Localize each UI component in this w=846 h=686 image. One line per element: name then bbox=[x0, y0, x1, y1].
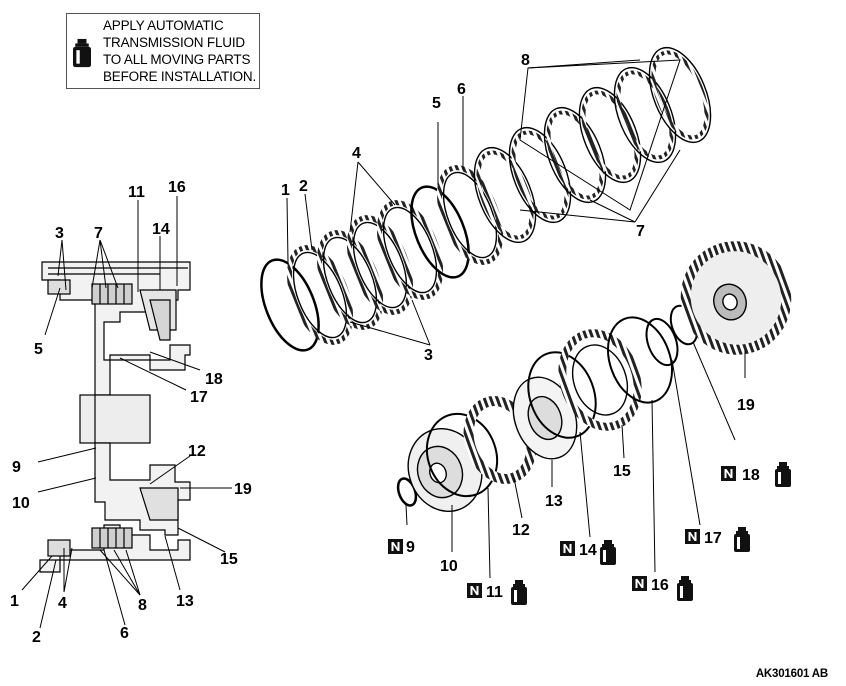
callout-17-left: 17 bbox=[190, 389, 208, 406]
callout-5-left: 5 bbox=[34, 341, 43, 358]
note-line: BEFORE INSTALLATION. bbox=[103, 69, 257, 84]
fluid-bottle-icon bbox=[511, 580, 527, 605]
callout-4-left: 4 bbox=[58, 595, 67, 612]
callout-16-left: 16 bbox=[168, 179, 186, 196]
callout-10-left: 10 bbox=[12, 495, 30, 512]
callout-15-drum: 15 bbox=[613, 463, 631, 480]
drum-assembly-exploded bbox=[396, 241, 792, 513]
callout-18-drum: 18 bbox=[742, 467, 760, 484]
cross-section-view bbox=[39, 261, 191, 573]
callout-9-left: 9 bbox=[12, 459, 21, 476]
callout-18-left: 18 bbox=[205, 371, 223, 388]
n-mark-18 bbox=[721, 466, 736, 481]
fluid-bottle-icon bbox=[73, 38, 91, 68]
n-mark-17 bbox=[685, 529, 700, 544]
callout-19-drum: 19 bbox=[737, 397, 755, 414]
fluid-bottle-icon bbox=[677, 576, 693, 601]
n-mark-16 bbox=[632, 576, 647, 591]
clutch-pack-leaders bbox=[286, 59, 681, 346]
callout-11-drum: 11 bbox=[486, 584, 503, 601]
note-line: TRANSMISSION FLUID bbox=[103, 35, 245, 50]
callout-16-drum: 16 bbox=[651, 577, 669, 594]
callout-7-left: 7 bbox=[94, 225, 103, 242]
callout-12-left: 12 bbox=[188, 443, 206, 460]
callout-12-drum: 12 bbox=[512, 522, 530, 539]
callout-2-left: 2 bbox=[32, 629, 41, 646]
n-mark-14 bbox=[560, 541, 575, 556]
callout-9-drum: 9 bbox=[406, 539, 415, 556]
callout-6-pack: 6 bbox=[457, 81, 466, 98]
callout-10-drum: 10 bbox=[440, 558, 458, 575]
reference-code: AK301601 AB bbox=[755, 668, 828, 680]
n-mark-9 bbox=[388, 539, 403, 554]
callout-6-left: 6 bbox=[120, 625, 129, 642]
fluid-bottle-icon bbox=[600, 540, 616, 565]
n-mark-11 bbox=[467, 583, 482, 598]
callout-labels: 3 7 11 16 14 5 18 17 9 12 10 19 15 1 4 8… bbox=[10, 52, 760, 646]
drum-assembly-leaders bbox=[405, 341, 746, 579]
note-line: TO ALL MOVING PARTS bbox=[103, 52, 251, 67]
callout-7-pack: 7 bbox=[636, 223, 645, 240]
callout-1-pack: 1 bbox=[281, 182, 290, 199]
note-text: APPLY AUTOMATIC TRANSMISSION FLUID TO AL… bbox=[103, 17, 256, 85]
callout-15-left: 15 bbox=[220, 551, 238, 568]
callout-8-left: 8 bbox=[138, 597, 147, 614]
fluid-bottle-icon bbox=[775, 462, 791, 487]
callout-3-pack: 3 bbox=[424, 347, 433, 364]
callout-14-left: 14 bbox=[152, 221, 170, 238]
callout-4-pack: 4 bbox=[352, 145, 361, 162]
callout-1-left: 1 bbox=[10, 593, 19, 610]
clutch-pack-exploded bbox=[260, 46, 712, 352]
callout-19-left: 19 bbox=[234, 481, 252, 498]
callout-2-pack: 2 bbox=[299, 178, 308, 195]
instruction-note: APPLY AUTOMATIC TRANSMISSION FLUID TO AL… bbox=[66, 13, 260, 89]
callout-11-left: 11 bbox=[128, 184, 145, 201]
callout-14-drum: 14 bbox=[579, 542, 597, 559]
fluid-bottle-icon bbox=[734, 527, 750, 552]
callout-8-pack: 8 bbox=[521, 52, 530, 69]
callout-3-left: 3 bbox=[55, 225, 64, 242]
callout-5-pack: 5 bbox=[432, 95, 441, 112]
callout-17-drum: 17 bbox=[704, 530, 722, 547]
callout-13-drum: 13 bbox=[545, 493, 563, 510]
cross-section-leaders bbox=[21, 196, 232, 629]
note-line: APPLY AUTOMATIC bbox=[103, 18, 224, 33]
callout-13-left: 13 bbox=[176, 593, 194, 610]
